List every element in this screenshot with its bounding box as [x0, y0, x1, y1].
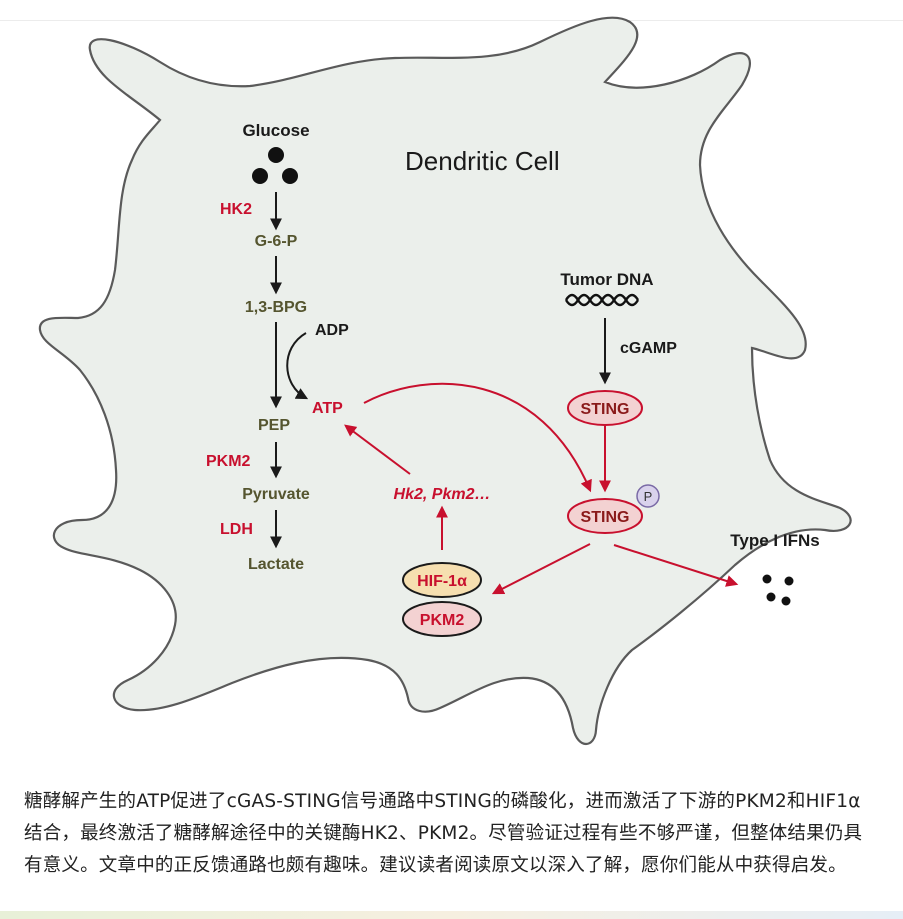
glucose-label: Glucose — [242, 121, 309, 140]
sting-phospho-label: STING — [581, 509, 630, 526]
type1-ifns-label: Type I IFNs — [730, 531, 819, 550]
sting-node — [567, 390, 643, 426]
arrow-sting-to-hif-pkm2 — [491, 543, 591, 595]
bottom-decoration — [0, 911, 903, 919]
phosphate-badge-icon — [636, 484, 660, 508]
ifn-molecules-icon — [762, 574, 794, 606]
cell-label: Dendritic Cell — [405, 146, 560, 176]
enzyme-ldh: LDH — [220, 521, 253, 538]
hif1a-node — [402, 562, 482, 598]
cell-membrane — [38, 16, 852, 746]
caption-paragraph: 糖酵解产生的ATP促进了cGAS-STING信号通路中STING的磷酸化，进而激… — [24, 791, 863, 876]
arrow-sting-to-ifns — [613, 544, 739, 587]
phosphate-label: P — [644, 489, 653, 504]
top-divider — [0, 20, 903, 21]
pkm2-complex-node — [402, 601, 482, 637]
tumor-dna-label: Tumor DNA — [560, 270, 653, 289]
enzyme-hk2: HK2 — [220, 201, 252, 218]
dendritic-cell-diagram: Dendritic Cell Glucose HK2 G-6-P 1,3-BPG… — [38, 16, 852, 746]
arrow-adp-to-atp — [286, 332, 309, 400]
sting-label: STING — [581, 401, 630, 418]
metabolite-pep: PEP — [258, 417, 290, 434]
sting-phospho-node — [567, 498, 643, 534]
metabolite-g6p: G-6-P — [255, 233, 298, 250]
hif1a-label: HIF-1α — [417, 573, 467, 590]
atp-label: ATP — [312, 400, 343, 417]
metabolite-lactate: Lactate — [248, 556, 304, 573]
adp-label: ADP — [315, 322, 349, 339]
arrow-genes-to-atp — [344, 424, 411, 475]
glucose-molecules-icon — [252, 147, 298, 184]
pkm2-complex-label: PKM2 — [420, 612, 465, 629]
dna-helix-icon — [564, 293, 640, 307]
arrow-atp-to-sting — [363, 382, 592, 493]
enzyme-pkm2: PKM2 — [206, 453, 251, 470]
metabolite-bpg: 1,3-BPG — [245, 299, 307, 316]
cgamp-label: cGAMP — [620, 340, 677, 357]
target-genes-label: Hk2, Pkm2… — [394, 486, 491, 503]
metabolite-pyruvate: Pyruvate — [242, 486, 310, 503]
